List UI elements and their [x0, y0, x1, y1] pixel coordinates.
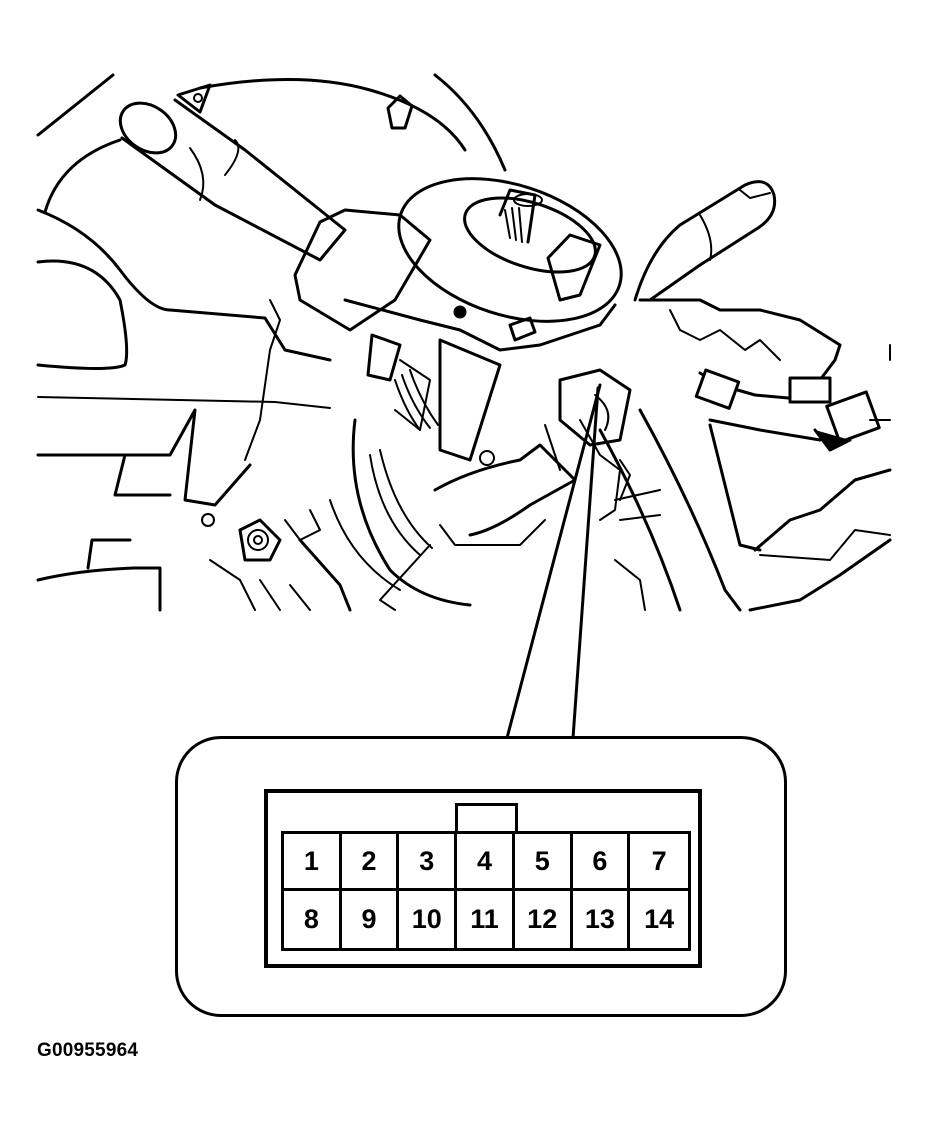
- connector-pin-grid: 1 2 3 4 5 6 7 8 9 10 11 12 13 14: [281, 831, 691, 951]
- callout-leader-left: [505, 383, 602, 740]
- pin-14: 14: [644, 904, 675, 934]
- lower-column-bracket: [209, 499, 401, 612]
- pin-6: 6: [572, 834, 631, 891]
- wire-harness: [351, 369, 577, 611]
- connector-lock-tab: [455, 803, 518, 835]
- right-stalk-lever: [633, 180, 777, 302]
- pin-11: 11: [457, 891, 515, 948]
- steering-wheel-arc-right: [433, 73, 507, 172]
- figure-id-label: G00955964: [37, 1040, 139, 1061]
- pin-5: 5: [514, 834, 573, 891]
- steering-column-tube: [598, 408, 742, 612]
- pin-13: 13: [573, 891, 631, 948]
- steering-wheel-arc-left: [36, 73, 115, 137]
- pin-2: 2: [341, 834, 400, 891]
- pin-4: 4: [457, 834, 515, 891]
- left-stalk-lever: [118, 83, 347, 262]
- dashboard-left: [36, 208, 332, 612]
- pin-8: 8: [284, 891, 342, 948]
- pin-10: 10: [399, 891, 458, 948]
- pin-3: 3: [399, 834, 458, 891]
- column-connectors: [544, 368, 632, 521]
- pin-1: 1: [284, 834, 342, 891]
- pin-9: 9: [342, 891, 400, 948]
- callout-leader-right: [571, 386, 600, 740]
- pin-12: 12: [515, 891, 573, 948]
- dashboard-right: [638, 298, 892, 612]
- clock-spring-assembly: [293, 177, 623, 462]
- pin-7: 7: [630, 834, 688, 891]
- column-cover-upper: [43, 78, 467, 214]
- bracket-clip: [386, 94, 414, 130]
